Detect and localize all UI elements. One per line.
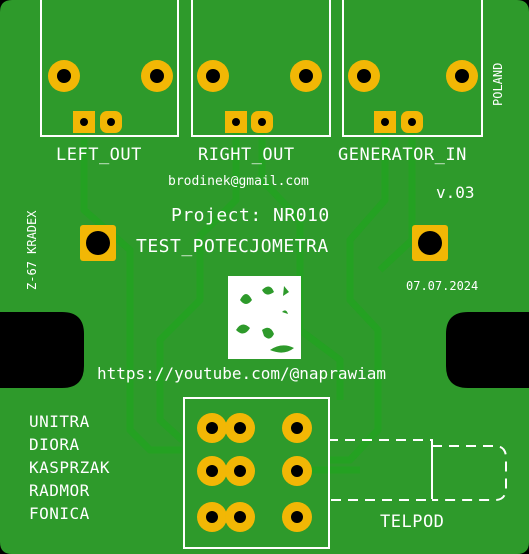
country-label: POLAND <box>491 62 505 106</box>
brand-item: DIORA <box>29 435 80 454</box>
brand-item: KASPRZAK <box>29 458 111 477</box>
brand-list: UNITRA DIORA KASPRZAK RADMOR FONICA <box>29 410 110 525</box>
version-label: v.03 <box>436 183 475 202</box>
right-out-label: RIGHT_OUT <box>198 145 295 165</box>
generator-in-label: GENERATOR_IN <box>338 145 467 165</box>
pin-header <box>183 397 330 549</box>
youtube-url: https://youtube.com/@naprawiam <box>97 364 386 383</box>
connector-pads <box>48 60 478 92</box>
side-label: Z-67 KRADEX <box>25 210 39 290</box>
project-name: TEST_POTECJOMETRA <box>136 236 329 257</box>
connector-outlines <box>40 0 483 137</box>
brand-item: UNITRA <box>29 412 90 431</box>
left-out-label: LEFT_OUT <box>56 145 142 165</box>
brand-item: FONICA <box>29 504 90 523</box>
project-line: Project: NR010 <box>171 205 330 226</box>
telpod-label: TELPOD <box>380 512 445 532</box>
small-pads <box>73 111 423 133</box>
date-label: 07.07.2024 <box>406 279 479 293</box>
brand-item: RADMOR <box>29 481 90 500</box>
hand-logo-icon <box>228 276 301 359</box>
telpod-outline <box>328 439 507 501</box>
email-text: brodinek@gmail.com <box>168 174 309 189</box>
mounting-pads <box>80 225 448 261</box>
